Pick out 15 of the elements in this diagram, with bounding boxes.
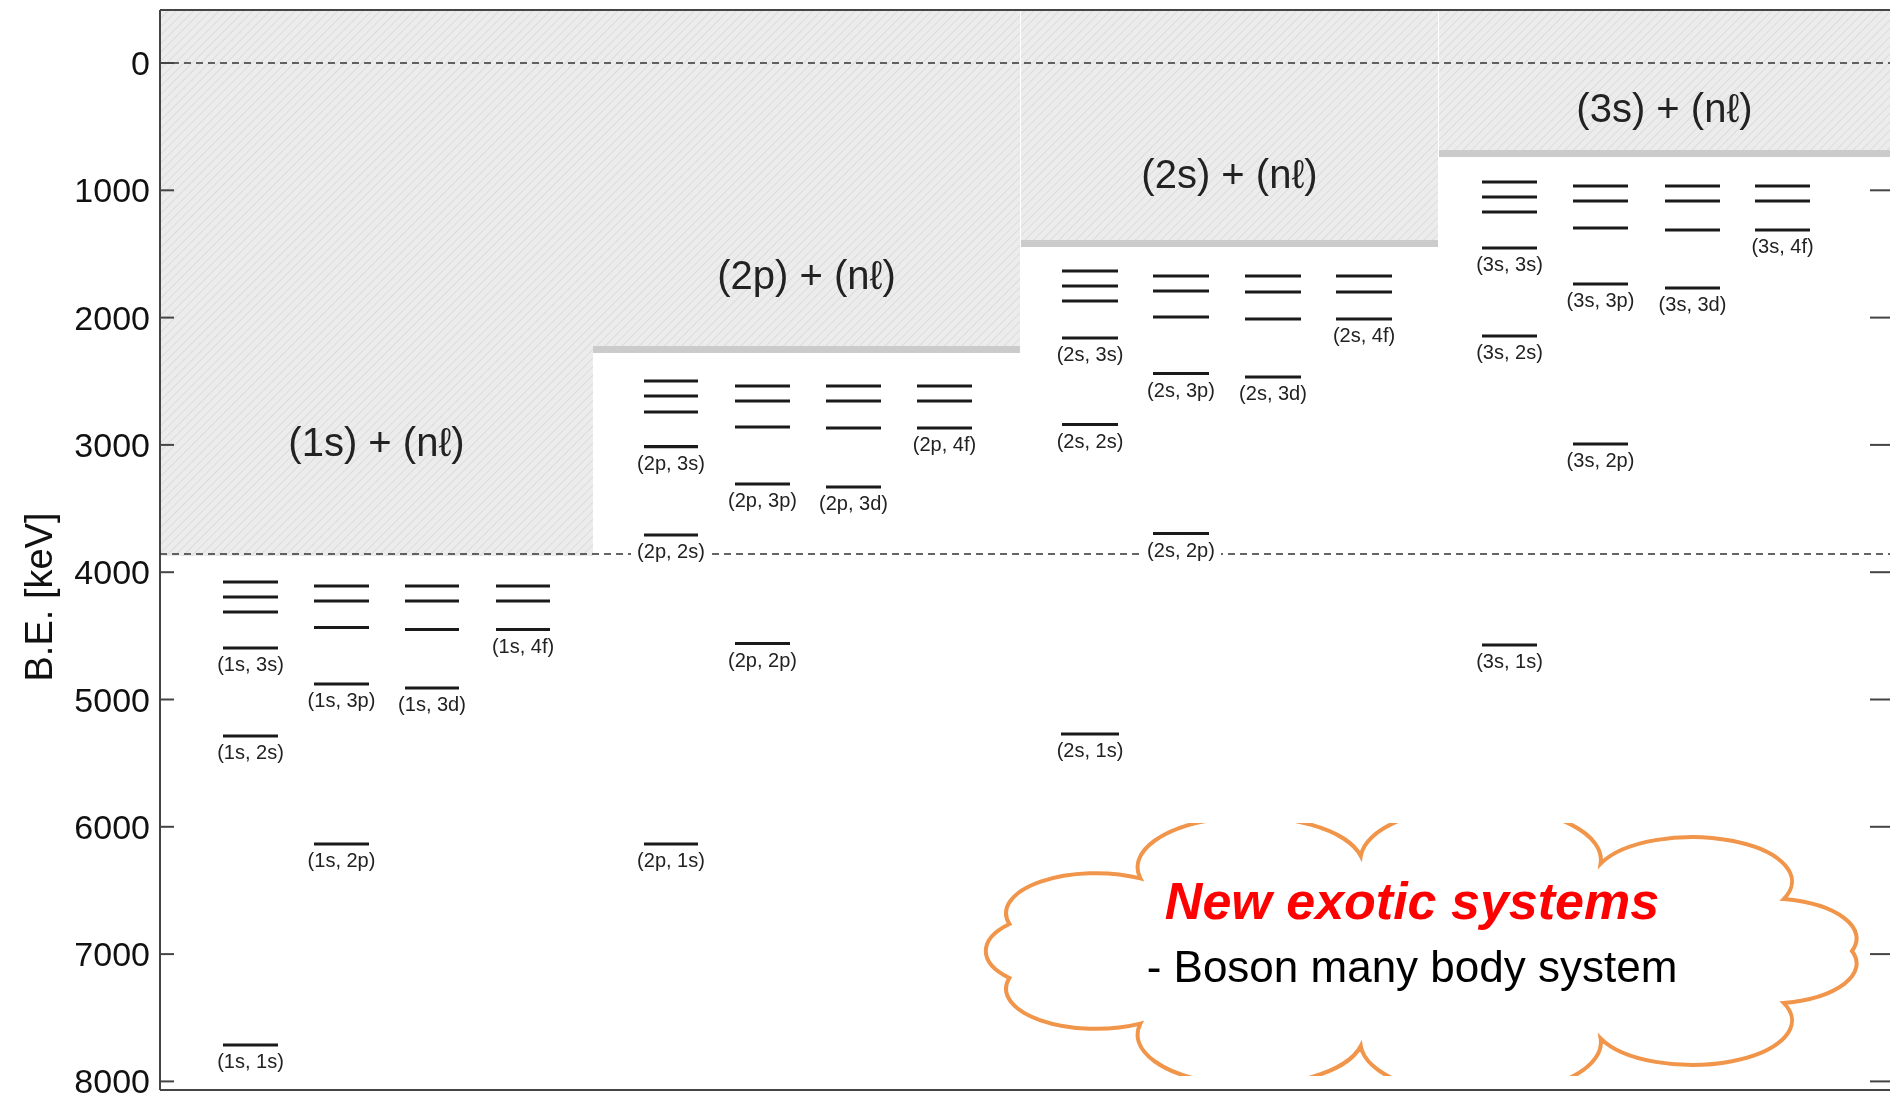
band-title: (3s) + (nℓ) [1576, 86, 1753, 131]
band-title: (2p) + (nℓ) [717, 253, 896, 298]
tick-label: 5000 [73, 682, 150, 717]
tick-label: 6000 [73, 809, 150, 844]
tick-label: 7000 [73, 937, 150, 972]
tick-label: 1000 [73, 173, 150, 208]
cloud-text: - Boson many body system [1145, 943, 1679, 992]
tick-label: 2000 [73, 300, 150, 335]
axis-title: B.E. [keV] [17, 511, 61, 684]
band-title: (2s) + (nℓ) [1141, 152, 1318, 197]
tick-label: 0 [130, 46, 150, 80]
cloud-heading: New exotic systems [1163, 873, 1661, 931]
tick-label: 3000 [73, 427, 150, 462]
tick-label: 8000 [73, 1064, 150, 1093]
band-title: (1s) + (nℓ) [288, 420, 465, 465]
